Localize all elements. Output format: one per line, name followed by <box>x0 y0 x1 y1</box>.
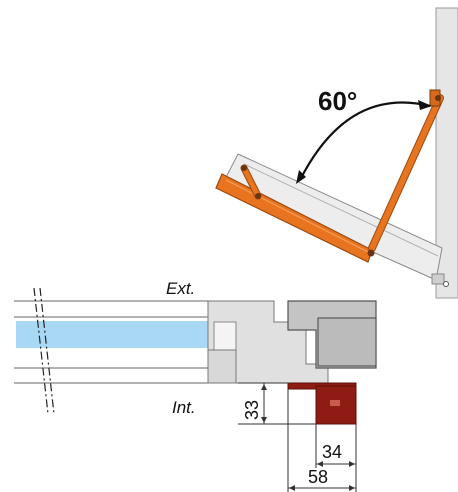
link-pivot-bottom <box>255 193 261 199</box>
dim-34-arrow-left <box>317 461 323 467</box>
profile-notch <box>213 321 237 351</box>
dim-58-arrow-right <box>349 485 355 491</box>
sash-inner-block <box>317 317 377 367</box>
break-line-right <box>39 287 55 415</box>
interior-label: Int. <box>172 398 196 417</box>
bottom-hinge <box>431 273 445 285</box>
dim-33-arrow-bottom <box>261 417 267 423</box>
wall-bracket-pivot <box>435 95 441 101</box>
link-arm-fill <box>241 165 261 199</box>
dim-58-label: 58 <box>308 467 328 487</box>
dim-34-label: 34 <box>322 442 342 462</box>
dim-34-arrow-right <box>349 461 355 467</box>
angle-arrowhead-right <box>418 100 432 110</box>
link-pivot-top <box>241 165 247 171</box>
break-line-left <box>33 287 49 415</box>
dim-33-label: 33 <box>242 400 262 420</box>
dim-33-arrow-top <box>261 384 267 390</box>
glass-edge <box>243 163 439 257</box>
wall <box>435 7 458 299</box>
actuator-arm-fill <box>369 95 443 251</box>
angle-arc <box>299 101 431 181</box>
actuator-pivot-bottom <box>367 249 375 257</box>
hinge-pin <box>443 281 449 287</box>
opened-window-illustration: 60° <box>215 7 458 299</box>
dim-58-arrow-left <box>289 485 295 491</box>
exterior-label: Ext. <box>166 279 195 298</box>
motor-label <box>330 400 340 406</box>
profile-lower-block <box>207 349 237 384</box>
angle-arrowhead-left <box>296 170 306 184</box>
glass-strip <box>16 321 234 348</box>
sash-inner-edge <box>225 179 369 253</box>
section-detail: Ext. Int. 33 34 58 <box>14 279 377 492</box>
angle-label: 60° <box>318 86 357 116</box>
